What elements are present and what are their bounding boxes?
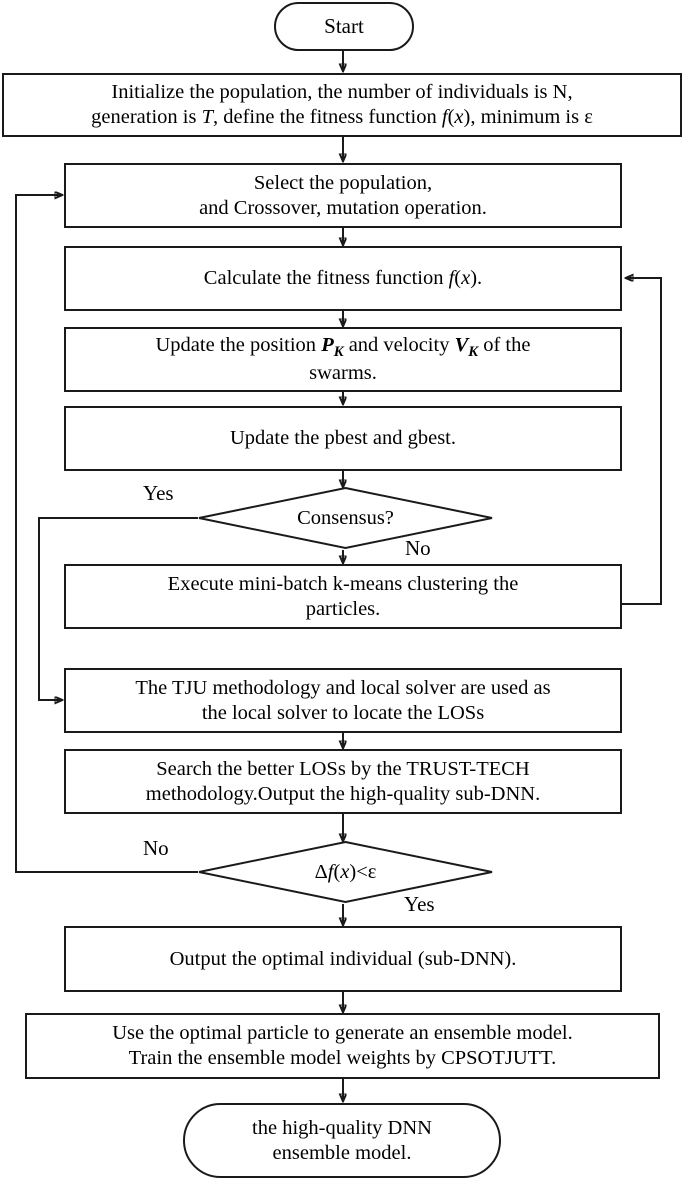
node-ensemble-model-text: Use the optimal particle to generate an … (27, 1021, 658, 1071)
node-calculate-fitness-prefix: Calculate the fitness function (203, 267, 449, 289)
consensus-diamond-shape (198, 486, 493, 550)
node-calculate-fitness-text: Calculate the fitness function f(x). (66, 266, 620, 291)
node-tju-line1: The TJU methodology and local solver are… (135, 676, 551, 699)
node-end-line1: the high-quality DNN (252, 1116, 432, 1139)
node-search-better-loss-text: Search the better LOSs by the TRUST-TECH… (66, 757, 620, 807)
node-initialize: Initialize the population, the number of… (2, 73, 682, 137)
edge-label-consensus-yes: Yes (143, 481, 174, 505)
node-select-population-line1: Select the population, (253, 171, 433, 194)
node-update-pbest-gbest: Update the pbest and gbest. (64, 406, 622, 471)
node-output-optimal-individual: Output the optimal individual (sub-DNN). (64, 926, 622, 992)
node-calculate-fitness: Calculate the fitness function f(x). (64, 246, 622, 311)
node-start-label: Start (324, 13, 364, 38)
var-x: x (454, 106, 464, 128)
node-consensus-decision: Consensus? (198, 486, 493, 550)
var-fitness-f: f (448, 267, 455, 289)
edge-label-convergence-yes: Yes (404, 892, 435, 916)
node-kmeans-clustering: Execute mini-batch k-means clustering th… (64, 564, 622, 629)
var-x: x (461, 267, 471, 289)
convergence-diamond-shape (198, 840, 493, 904)
var-position-P: PK (321, 333, 343, 360)
var-position-P-sub: K (333, 344, 344, 361)
node-calculate-fitness-suffix: ). (470, 267, 483, 289)
node-search-line2: methodology.Output the high-quality sub-… (145, 782, 541, 805)
var-position-P-base: P (321, 333, 334, 356)
node-end: the high-quality DNN ensemble model. (183, 1103, 501, 1178)
edge-label-convergence-no: No (143, 836, 169, 860)
paren-open: ( (454, 267, 462, 289)
node-start: Start (274, 2, 414, 51)
node-initialize-line2b: , define the fitness function (213, 106, 442, 128)
node-tju-line2: the local solver to locate the LOSs (201, 701, 485, 724)
node-kmeans-line1: Execute mini-batch k-means clustering th… (167, 572, 519, 595)
node-update-line1b: and velocity (343, 333, 455, 356)
node-select-population: Select the population, and Crossover, mu… (64, 163, 622, 228)
node-select-population-line2: and Crossover, mutation operation. (199, 196, 487, 219)
node-update-line1a: Update the position (155, 333, 322, 356)
paren-open: ( (447, 106, 455, 128)
node-ensemble-model: Use the optimal particle to generate an … (25, 1013, 660, 1079)
node-tju-local-solver-text: The TJU methodology and local solver are… (66, 676, 620, 726)
node-initialize-line1: Initialize the population, the number of… (111, 81, 573, 103)
node-output-optimal-individual-text: Output the optimal individual (sub-DNN). (169, 947, 517, 970)
edge-kmeans-to-calculate-loop (622, 278, 662, 605)
var-velocity-V-sub: K (468, 344, 479, 361)
node-end-line2: ensemble model. (272, 1141, 412, 1164)
node-ensemble-line2: Train the ensemble model weights by CPSO… (128, 1047, 557, 1069)
node-update-position-velocity-text: Update the position PK and velocity VK o… (66, 333, 620, 386)
node-initialize-line2a: generation is (91, 106, 202, 128)
node-update-pbest-gbest-text: Update the pbest and gbest. (229, 427, 456, 449)
var-generation-T: T (201, 106, 213, 128)
node-tju-local-solver: The TJU methodology and local solver are… (64, 668, 622, 733)
node-update-position-velocity: Update the position PK and velocity VK o… (64, 327, 622, 392)
var-fitness-f: f (441, 106, 448, 128)
node-kmeans-line2: particles. (305, 597, 381, 620)
node-update-line2: swarms. (309, 362, 377, 385)
node-kmeans-clustering-text: Execute mini-batch k-means clustering th… (66, 572, 620, 622)
node-select-population-text: Select the population, and Crossover, mu… (66, 171, 620, 221)
node-initialize-line2d: ), minimum is ε (463, 106, 593, 128)
var-velocity-V-base: V (454, 333, 469, 356)
node-update-line1c: of the (478, 333, 531, 356)
node-search-better-loss: Search the better LOSs by the TRUST-TECH… (64, 749, 622, 814)
node-ensemble-line1: Use the optimal particle to generate an … (112, 1022, 573, 1044)
node-end-text: the high-quality DNN ensemble model. (185, 1116, 499, 1166)
edge-label-consensus-no: No (405, 536, 431, 560)
node-search-line1: Search the better LOSs by the TRUST-TECH (156, 757, 530, 780)
var-velocity-V: VK (454, 333, 479, 360)
node-initialize-text: Initialize the population, the number of… (4, 80, 680, 130)
